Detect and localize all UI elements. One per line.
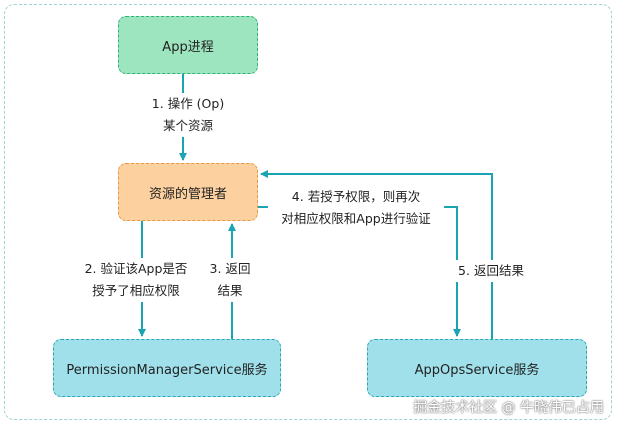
edge-label-step-4-line1: 4. 若授予权限，则再次 bbox=[291, 189, 421, 204]
watermark: 掘金技术社区 @ 牛晓伟已占用 bbox=[413, 400, 604, 416]
app-process-node: App进程 bbox=[118, 16, 258, 74]
permission-service-node: PermissionManagerService服务 bbox=[53, 339, 281, 397]
edge-label-step-4: 4. 若授予权限，则再次 对相应权限和App进行验证 bbox=[268, 186, 444, 230]
edge-label-step-3: 3. 返回 结果 bbox=[202, 258, 258, 302]
permission-service-label: PermissionManagerService服务 bbox=[66, 362, 268, 378]
edge-label-step-5-text: 5. 返回结果 bbox=[458, 263, 524, 278]
edge-label-step-5: 5. 返回结果 bbox=[452, 260, 530, 282]
arrow-appops-to-manager bbox=[260, 170, 493, 339]
edge-label-step-1: 1. 操作 (Op) 某个资源 bbox=[128, 93, 248, 137]
edge-label-step-1-line1: 1. 操作 (Op) bbox=[151, 96, 225, 111]
diagram-frame bbox=[4, 4, 612, 420]
edge-label-step-3-line2: 结果 bbox=[217, 283, 243, 298]
edge-label-step-2-line2: 授予了相应权限 bbox=[92, 283, 180, 298]
edge-label-step-4-line2: 对相应权限和App进行验证 bbox=[281, 211, 431, 226]
resource-manager-node: 资源的管理者 bbox=[118, 163, 258, 221]
edge-label-step-2-line1: 2. 验证该App是否 bbox=[84, 261, 188, 276]
appops-service-label: AppOpsService服务 bbox=[414, 362, 540, 378]
edge-label-step-2: 2. 验证该App是否 授予了相应权限 bbox=[74, 258, 198, 302]
resource-manager-label: 资源的管理者 bbox=[148, 186, 227, 202]
edge-label-step-3-line1: 3. 返回 bbox=[209, 261, 251, 276]
appops-service-node: AppOpsService服务 bbox=[367, 339, 587, 397]
app-process-label: App进程 bbox=[162, 39, 214, 55]
edge-label-step-1-line2: 某个资源 bbox=[162, 118, 213, 133]
